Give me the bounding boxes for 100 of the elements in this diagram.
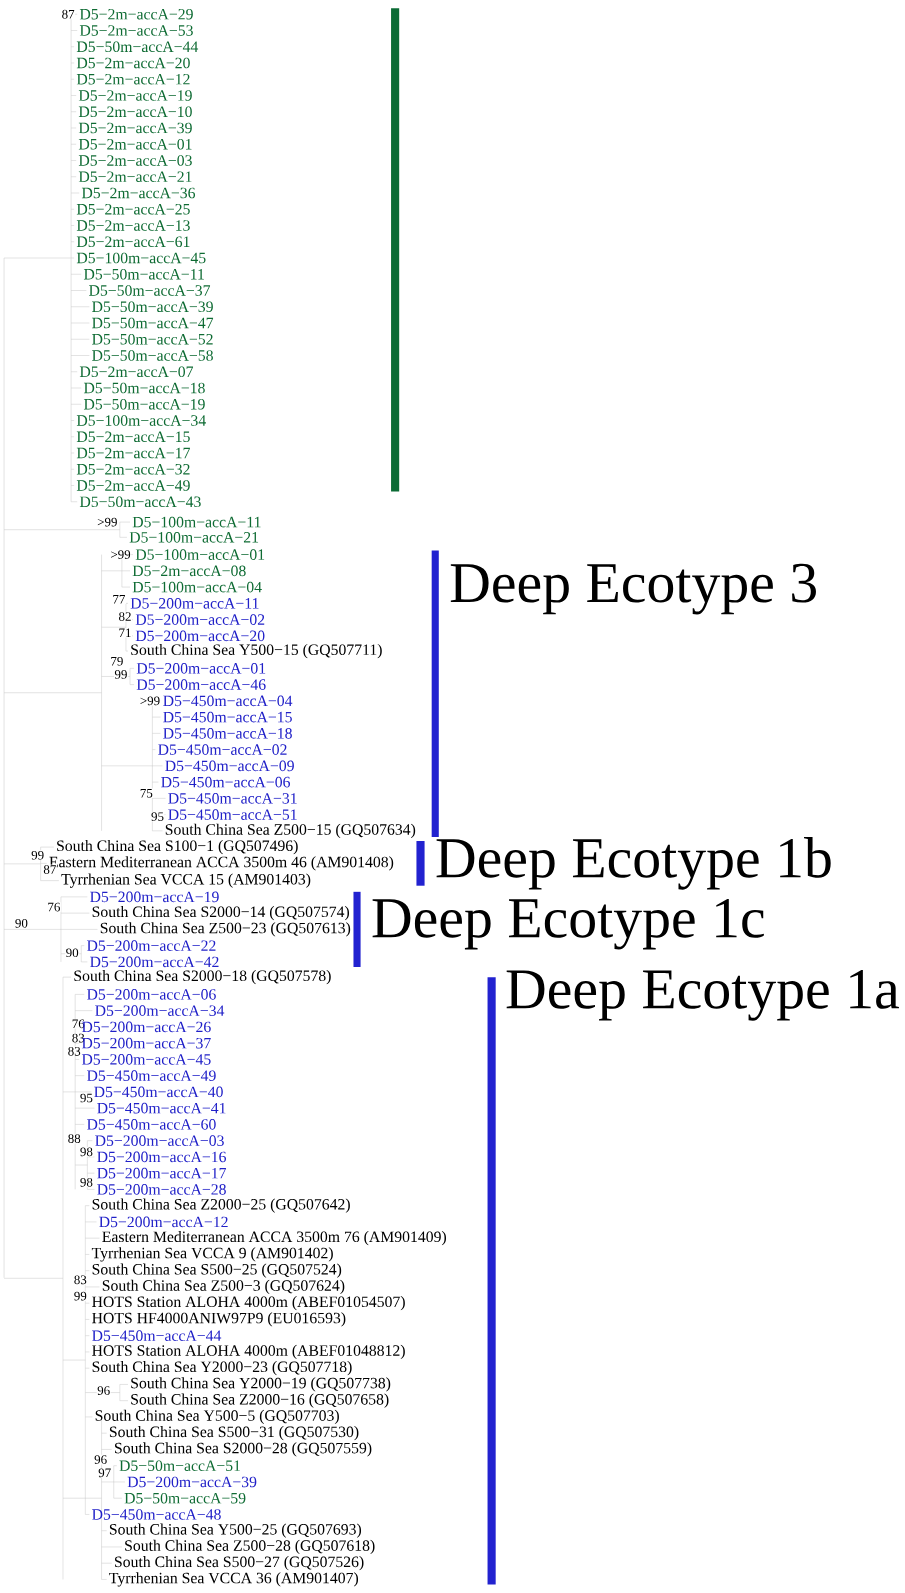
leaf-label: D5−200m−accA−45 — [81, 1054, 211, 1065]
leaf-label: D5−450m−accA−49 — [87, 1070, 216, 1081]
leaf-label: D5−2m−accA−49 — [76, 480, 190, 491]
leaf-label: D5−450m−accA−06 — [161, 776, 290, 788]
leaf-label: South China Sea Z2000−25 (GQ507642) — [92, 1198, 350, 1213]
leaf-label: D5−100m−accA−11 — [132, 516, 261, 528]
leaf-label: D5−50m−accA−47 — [92, 317, 214, 329]
leaf-label: South China Sea Z500−28 (GQ507618) — [125, 1539, 375, 1555]
leaf-label: D5−2m−accA−19 — [78, 90, 192, 101]
leaf-label: South China Sea S2000−14 (GQ507574) — [92, 906, 349, 921]
leaf-label: D5−200m−accA−34 — [95, 1005, 225, 1016]
leaf-label: South China Sea Y500−5 (GQ507703) — [95, 1409, 339, 1425]
leaf-label: D5−450m−accA−41 — [97, 1102, 226, 1114]
leaf-label: South China Sea Y2000−23 (GQ507718) — [92, 1361, 352, 1376]
bootstrap-value: 97 — [97, 1467, 112, 1478]
bootstrap-value: 96 — [93, 1454, 108, 1465]
bootstrap-value: 99 — [30, 850, 45, 861]
leaf-label: D5−2m−accA−07 — [79, 366, 194, 378]
leaf-label: D5−450m−accA−48 — [92, 1509, 221, 1520]
leaf-label: D5−50m−accA−39 — [92, 301, 213, 313]
leaf-label: D5−2m−accA−29 — [79, 8, 193, 20]
bootstrap-value: 82 — [118, 611, 132, 622]
leaf-label: HOTS Station ALOHA 4000m (ABEF01054507) — [92, 1296, 405, 1311]
leaf-label: D5−50m−accA−59 — [124, 1492, 246, 1504]
leaf-label: South China Sea Z2000−16 (GQ507658) — [131, 1393, 389, 1408]
leaf-label: D5−200m−accA−42 — [90, 956, 219, 968]
leaf-label: D5−2m−accA−25 — [76, 203, 190, 215]
leaf-label: South China Sea S500−25 (GQ507524) — [92, 1263, 342, 1278]
clade-name: Deep Ecotype 3 — [450, 563, 816, 615]
leaf-label: South China Sea S500−31 (GQ507530) — [109, 1426, 359, 1441]
leaf-label: Tyrrhenian Sea VCCA 9 (AM901402) — [91, 1247, 333, 1262]
leaf-label: D5−50m−accA−51 — [119, 1460, 240, 1471]
leaf-label: Tyrrhenian Sea VCCA 36 (AM901407) — [109, 1572, 359, 1587]
leaf-label: D5−100m−accA−45 — [76, 252, 206, 264]
leaf-label: D5−50m−accA−44 — [76, 41, 199, 53]
leaf-label: D5−200m−accA−01 — [136, 663, 266, 674]
bootstrap-value: 77 — [111, 594, 126, 604]
leaf-label: South China Sea Y2000−19 (GQ507738) — [131, 1377, 391, 1392]
leaf-label: HOTS HF4000ANIW97P9 (EU016593) — [92, 1312, 346, 1327]
bootstrap-value: 99 — [73, 1291, 88, 1301]
leaf-label: D5−450m−accA−60 — [87, 1119, 216, 1130]
leaf-label: D5−200m−accA−22 — [87, 940, 216, 951]
bootstrap-value: 76 — [46, 902, 61, 912]
leaf-label: D5−200m−accA−39 — [127, 1476, 257, 1488]
leaf-label: D5−200m−accA−12 — [99, 1216, 228, 1228]
leaf-label: D5−200m−accA−17 — [97, 1167, 227, 1179]
bootstrap-value: 88 — [67, 1133, 82, 1144]
leaf-label: South China Sea S500−27 (GQ507526) — [115, 1556, 364, 1571]
leaf-label: D5−50m−accA−37 — [89, 285, 211, 296]
leaf-label: D5−450m−accA−04 — [163, 695, 293, 707]
leaf-label: South China Sea Y500−25 (GQ507693) — [109, 1523, 362, 1538]
leaf-label: D5−200m−accA−16 — [97, 1151, 227, 1163]
bootstrap-value: 75 — [139, 788, 154, 799]
bootstrap-value: 95 — [79, 1093, 94, 1103]
bootstrap-value: >99 — [96, 517, 118, 527]
leaf-label: D5−2m−accA−20 — [76, 57, 190, 69]
bootstrap-value: 95 — [150, 811, 165, 822]
leaf-label: D5−2m−accA−53 — [79, 25, 193, 36]
leaf-label: D5−2m−accA−08 — [132, 565, 246, 577]
bootstrap-value: 87 — [61, 9, 76, 20]
bootstrap-value: 83 — [73, 1274, 88, 1285]
clade-name: Deep Ecotype 1c — [372, 899, 764, 950]
leaf-label: D5−2m−accA−39 — [78, 122, 192, 134]
leaf-label: D5−2m−accA−32 — [76, 464, 190, 475]
leaf-label: D5−100m−accA−34 — [76, 415, 206, 426]
leaf-label: D5−450m−accA−09 — [165, 760, 294, 772]
leaf-label: D5−2m−accA−13 — [76, 220, 190, 231]
leaf-label: D5−450m−accA−44 — [92, 1330, 222, 1341]
clade-name: Deep Ecotype 1a — [506, 970, 899, 1021]
leaf-label: Eastern Mediterranean ACCA 3500m 76 (AM901409) — [102, 1231, 446, 1246]
bootstrap-value: 98 — [79, 1177, 94, 1188]
leaf-label: D5−2m−accA−10 — [78, 106, 192, 118]
leaf-label: D5−200m−accA−02 — [135, 614, 265, 625]
bootstrap-value: 79 — [109, 656, 124, 667]
leaf-label: South China Sea S2000−18 (GQ507578) — [74, 970, 331, 985]
leaf-label: D5−200m−accA−46 — [136, 679, 266, 690]
bootstrap-value: 83 — [67, 1046, 82, 1057]
leaf-label: South China Sea S100−1 (GQ507496) — [57, 839, 298, 855]
bootstrap-value: 96 — [96, 1385, 111, 1396]
leaf-label: D5−50m−accA−11 — [83, 268, 204, 280]
leaf-label: South China Sea Z500−15 (GQ507634) — [165, 823, 416, 838]
leaf-label: D5−50m−accA−18 — [83, 382, 205, 394]
leaf-label: South China Sea Z500−3 (GQ507624) — [102, 1279, 345, 1295]
leaf-label: D5−450m−accA−31 — [168, 793, 297, 804]
leaf-label: D5−450m−accA−51 — [168, 809, 297, 820]
leaf-label: HOTS Station ALOHA 4000m (ABEF01048812) — [92, 1344, 405, 1360]
bootstrap-value: 90 — [65, 947, 80, 958]
leaf-label: D5−50m−accA−43 — [79, 496, 201, 508]
leaf-label: South China Sea S2000−28 (GQ507559) — [115, 1442, 372, 1457]
leaf-label: D5−50m−accA−19 — [83, 398, 205, 410]
leaf-label: D5−2m−accA−15 — [76, 431, 190, 443]
leaf-label: South China Sea Z500−23 (GQ507613) — [100, 922, 351, 937]
leaf-label: D5−2m−accA−01 — [78, 138, 192, 150]
leaf-label: D5−200m−accA−20 — [135, 630, 265, 642]
bootstrap-value: 90 — [14, 918, 29, 929]
leaf-label: D5−100m−accA−01 — [135, 549, 265, 560]
leaf-label: D5−2m−accA−12 — [76, 73, 190, 85]
leaf-label: D5−2m−accA−61 — [76, 236, 190, 248]
leaf-label: D5−450m−accA−40 — [94, 1086, 223, 1098]
leaf-label: South China Sea Y500−15 (GQ507711) — [131, 643, 382, 659]
